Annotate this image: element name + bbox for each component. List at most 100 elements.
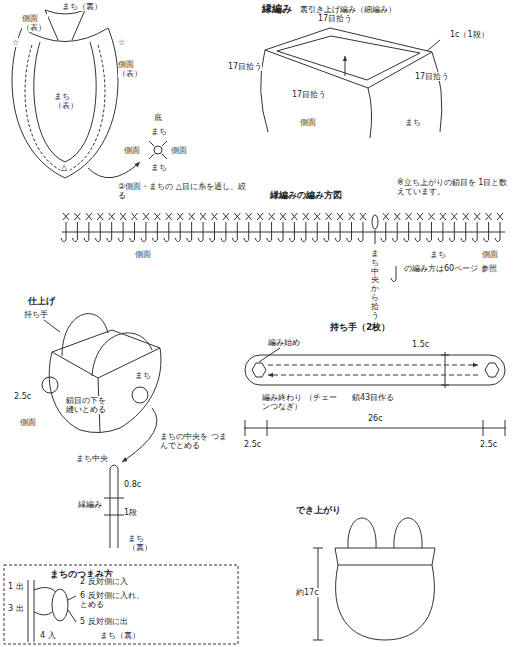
handle-figure-stroke [441, 352, 449, 388]
stitch-chart-stroke [118, 222, 123, 242]
stitch-chart-stroke [303, 213, 309, 220]
label: ②側面・まちの △目に糸を通し、絞る [118, 182, 248, 200]
stitch-chart-stroke [360, 213, 366, 220]
stitch-chart-stroke [280, 213, 286, 220]
label: 側面 [20, 418, 36, 427]
label: 編み終わり （チェーンつなぎ） [262, 393, 342, 411]
edging-frame [261, 28, 442, 138]
stitch-chart-stroke [497, 213, 503, 220]
label: 裏引き上げ編み（細編み） [300, 5, 396, 14]
section-heading: 持ち手（2枚） [330, 322, 390, 332]
stitch-chart-stroke [417, 213, 423, 220]
stitch-chart-stroke [349, 213, 355, 220]
finishing-figure-stroke [42, 377, 58, 393]
stitch-chart-stroke [495, 222, 500, 242]
label: 1段 [124, 508, 137, 517]
section-heading: 仕上げ [28, 296, 55, 306]
stitch-chart-stroke [74, 213, 80, 220]
section-heading: でき上がり [296, 505, 341, 515]
stitch-chart-stroke [143, 213, 149, 220]
stitch-chart-stroke [200, 213, 206, 220]
label: 側面 [300, 118, 316, 127]
label: 側面（表） [118, 60, 144, 78]
stitch-chart-stroke [486, 213, 492, 220]
stitch-chart-stroke [141, 222, 146, 242]
stitch-chart-stroke [244, 222, 249, 242]
bag-piece-stroke [88, 162, 140, 178]
handle-figure-stroke [268, 375, 478, 376]
section-heading: 縁編みの編み方図 [270, 190, 342, 200]
stitch-chart-stroke [109, 213, 115, 220]
bag-piece-stroke [12, 28, 118, 178]
bag-piece-stroke [34, 42, 96, 162]
label: 0.8c [124, 480, 141, 489]
finishing-figure-stroke [44, 320, 60, 332]
stitch-chart-stroke [312, 222, 317, 242]
stitch-chart-stroke [440, 213, 446, 220]
stitch-chart-stroke [474, 213, 480, 220]
label: まち（裏） [62, 2, 102, 11]
stitch-chart-stroke [301, 222, 306, 242]
stitch-chart-stroke [132, 213, 138, 220]
stitch-chart-stroke [198, 222, 203, 242]
finishing-figure [42, 314, 161, 548]
stitch-chart-stroke [187, 222, 192, 242]
stitch-chart-stroke [383, 213, 389, 220]
stitch-chart-stroke [451, 213, 457, 220]
stitch-chart-stroke [221, 222, 226, 242]
stitch-chart-stroke [109, 213, 115, 220]
label: 側面 [171, 146, 187, 155]
stitch-chart-stroke [278, 222, 283, 242]
finishing-figure-stroke [110, 465, 118, 548]
stitch-chart-stroke [463, 213, 469, 220]
stitch-chart-stroke [232, 222, 237, 242]
label: 17目拾う [415, 72, 449, 81]
stitch-chart-stroke [426, 222, 431, 242]
edging-frame-stroke [345, 56, 346, 76]
stitch-chart-stroke [61, 222, 66, 242]
stitch-chart-stroke [406, 213, 412, 220]
stitch-chart-stroke [211, 213, 217, 220]
edging-frame-stroke [277, 36, 420, 80]
label: 側面 [135, 250, 151, 259]
stitch-chart-stroke [360, 213, 366, 220]
pinch-figure [4, 565, 238, 644]
label: 26c [368, 414, 383, 423]
stitch-chart-stroke [349, 213, 355, 220]
stitch-chart-stroke [449, 222, 454, 242]
stitch-chart-stroke [211, 213, 217, 220]
handle-figure [244, 348, 506, 436]
edging-frame-stroke [427, 40, 440, 51]
label: まち [405, 118, 421, 127]
label: まち中央 [76, 454, 108, 463]
label: 17目拾う [292, 90, 326, 99]
stitch-chart-stroke [381, 222, 386, 242]
gather-star-stroke [149, 141, 167, 159]
stitch-chart-stroke [472, 222, 477, 242]
stitch-chart-stroke [143, 213, 149, 220]
stitch-chart-stroke [246, 213, 252, 220]
stitch-chart-stroke [255, 222, 260, 242]
stitch-chart-stroke [86, 213, 92, 220]
stitch-chart-stroke [404, 222, 409, 242]
label: 側面 [482, 250, 498, 259]
label: 編み始め [268, 338, 300, 347]
pinch-figure-stroke [4, 565, 238, 644]
handle-figure-stroke [244, 428, 506, 429]
label: まち（裏） [100, 631, 140, 640]
stitch-chart-stroke [120, 213, 126, 220]
stitch-chart-stroke [257, 213, 263, 220]
finished-bag-stroke [348, 518, 422, 548]
stitch-chart-stroke [394, 213, 400, 220]
label: 1c（1段） [450, 30, 489, 39]
label: 持ち手 [24, 310, 48, 319]
label: ☆ [12, 38, 19, 47]
stitch-chart-stroke [438, 222, 443, 242]
stitch-chart-stroke [394, 213, 400, 220]
label: 2.5c [244, 440, 261, 449]
label: 側面 [124, 146, 140, 155]
label: の編み方は60ページ 参照 [404, 264, 509, 273]
handle-figure-stroke [485, 363, 499, 377]
